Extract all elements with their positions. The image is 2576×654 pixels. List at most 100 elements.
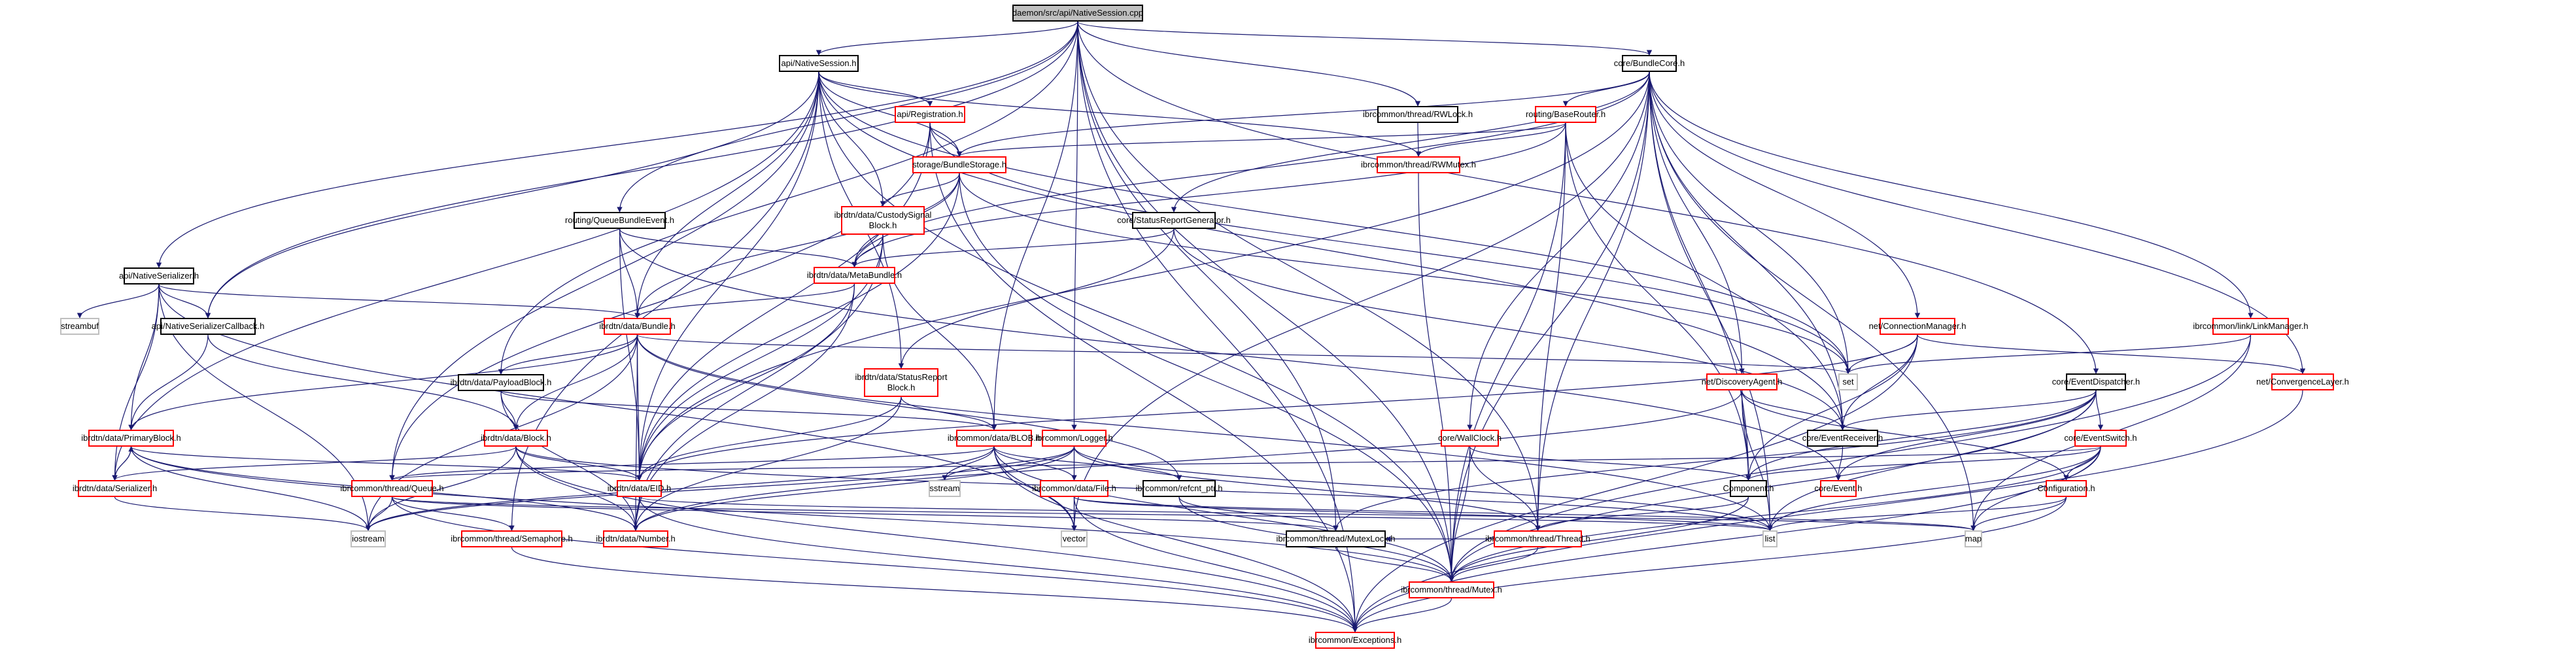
node-rwlock-h[interactable]: ibrcommon/thread/RWLock.h (1363, 106, 1473, 123)
node-set[interactable]: set (1838, 373, 1858, 390)
edge-config-to-list (1767, 496, 2067, 531)
node-queue-h[interactable]: ibrcommon/thread/Queue.h (340, 480, 444, 497)
edge-srblock-to-number (632, 396, 902, 531)
node-mutex-h[interactable]: ibrcommon/thread/Mutex.h (1401, 581, 1502, 598)
node-map[interactable]: map (1965, 530, 1982, 547)
node-root-file[interactable]: daemon/src/api/NativeSession.cpp (1012, 5, 1143, 22)
edge-semaphore-to-exceptions (511, 547, 1358, 632)
edge-bcore-to-disc (1649, 71, 1745, 374)
edge-queue-to-iostream (365, 496, 393, 531)
node-connection-manager-h[interactable]: net/ConnectionManager.h (1869, 318, 1966, 335)
edge-srblock-to-blob (901, 396, 997, 430)
node-semaphore-h[interactable]: ibrcommon/thread/Semaphore.h (451, 530, 573, 547)
edge-bcore-to-thread (1535, 71, 1650, 531)
node-event-h[interactable]: core/Event.h (1815, 480, 1863, 497)
edge-blob-to-exceptions (993, 446, 1358, 632)
node-status-report-generator-h[interactable]: core/StatusReportGenerator.h (1117, 212, 1231, 229)
node-event-receiver-h[interactable]: core/EventReceiver.h (1802, 430, 1883, 447)
node-component-h[interactable]: Component.h (1723, 480, 1774, 497)
node-wall-clock-h[interactable]: core/WallClock.h (1438, 430, 1502, 447)
node-eid-h[interactable]: ibrdtn/data/EID.h (608, 480, 671, 497)
edge-nsh-to-queue (389, 71, 819, 481)
node-bundle-core-h[interactable]: core/BundleCore.h (1614, 55, 1685, 72)
edge-evswitch-to-queue (390, 446, 2101, 481)
node-streambuf[interactable]: streambuf (60, 318, 99, 335)
edge-evdisp-to-component (1745, 390, 2097, 481)
edge-evswitch-to-mutex (1449, 446, 2101, 582)
node-logger-h[interactable]: ibrcommon/Logger.h (1035, 430, 1113, 447)
edge-blob-to-mutex (993, 446, 1454, 582)
edge-nsh-to-mutex (818, 71, 1454, 582)
edge-evdisp-to-evswitch (2095, 390, 2104, 430)
node-refcnt-ptr-h[interactable]: ibrcommon/refcnt_ptr.h (1136, 480, 1222, 497)
edge-bcore-to-srgen (1171, 71, 1650, 213)
node-payload-block-h[interactable]: ibrdtn/data/PayloadBlock.h (451, 374, 551, 391)
edge-nser-to-serializer (112, 284, 160, 481)
edge-qbe-to-event (619, 228, 1842, 481)
edge-nser-to-bundle (158, 284, 640, 318)
node-native-session-h[interactable]: api/NativeSession.h (779, 55, 859, 72)
node-status-report-block-h[interactable]: ibrdtn/data/StatusReport Block.h (855, 368, 947, 397)
node-iostream[interactable]: iostream (351, 530, 386, 547)
node-thread-h[interactable]: ibrcommon/thread/Thread.h (1485, 530, 1590, 547)
node-event-dispatcher-h[interactable]: core/EventDispatcher.h (2052, 373, 2140, 390)
node-configuration-h[interactable]: Configuration.h (2037, 480, 2095, 497)
node-native-serializer-callback-h[interactable]: api/NativeSerializerCallback.h (152, 318, 264, 335)
edge-wallclock-to-mutex (1449, 446, 1471, 582)
edge-logger-to-number (632, 446, 1075, 531)
edge-root-to-nsh (816, 21, 1078, 56)
node-exceptions-h[interactable]: ibrcommon/Exceptions.h (1309, 632, 1401, 649)
edge-bstore-to-set (959, 173, 1851, 374)
node-native-serializer-h[interactable]: api/NativeSerializer.h (119, 267, 199, 284)
node-serializer-h[interactable]: ibrdtn/data/Serializer.h (73, 480, 157, 497)
edge-primary-to-eid (130, 446, 642, 481)
node-list[interactable]: list (1762, 530, 1777, 547)
node-custody-signal-block-h[interactable]: ibrdtn/data/CustodySignal Block.h (834, 206, 931, 235)
edge-bundle-to-payload (498, 334, 638, 375)
node-event-switch-h[interactable]: core/EventSwitch.h (2064, 430, 2137, 447)
node-block-h[interactable]: ibrdtn/data/Block.h (481, 430, 551, 447)
node-rwmutex-h[interactable]: ibrcommon/thread/RWMutex.h (1361, 156, 1476, 173)
node-bundle-h[interactable]: ibrdtn/data/Bundle.h (599, 318, 676, 335)
edge-brouter-to-bstore (957, 122, 1566, 157)
edge-root-to-mutex (1077, 21, 1454, 582)
edge-root-to-bcore (1077, 21, 1652, 56)
edge-config-to-exceptions (1352, 496, 2067, 632)
node-queue-bundle-event-h[interactable]: routing/QueueBundleEvent.h (565, 212, 674, 229)
node-vector[interactable]: vector (1061, 530, 1088, 547)
node-discovery-agent-h[interactable]: net/DiscoveryAgent.h (1702, 373, 1782, 390)
edge-nsh-to-bstore (818, 71, 963, 157)
edge-disc-to-config (1741, 390, 2069, 481)
edge-root-to-payload (498, 21, 1078, 375)
edge-evdisp-to-mutexlock (1333, 390, 2097, 531)
edge-nsh-to-serializer (112, 71, 819, 481)
edge-root-to-evdisp (1077, 21, 2099, 374)
edge-file-to-list (1073, 496, 1773, 531)
node-sstream[interactable]: sstream (929, 480, 961, 497)
edge-bundle-to-refcnt (636, 334, 1182, 481)
node-bundle-storage-h[interactable]: storage/BundleStorage.h (912, 156, 1006, 173)
edge-srblock-to-eid (636, 396, 902, 481)
node-mutex-lock-h[interactable]: ibrcommon/thread/MutexLock.h (1276, 530, 1396, 547)
edge-nsercb-to-block (207, 334, 519, 430)
node-number-h[interactable]: ibrdtn/data/Number.h (596, 530, 676, 547)
node-meta-bundle-h[interactable]: ibrdtn/data/MetaBundle.h (807, 267, 902, 284)
edge-mutexlock-to-mutex (1335, 547, 1454, 582)
node-base-router-h[interactable]: routing/BaseRouter.h (1526, 106, 1606, 123)
node-blob-h[interactable]: ibrcommon/data/BLOB.h (948, 430, 1040, 447)
edge-nsh-to-reg (818, 71, 933, 107)
edge-evdisp-to-event (1835, 390, 2097, 481)
edge-primary-to-mutex (130, 446, 1454, 582)
edge-evrecv-to-event (1835, 446, 1844, 481)
node-registration-h[interactable]: api/Registration.h (895, 106, 965, 123)
node-file-h[interactable]: ibrcommon/data/File.h (1032, 480, 1116, 497)
edge-bcore-to-wallclock (1467, 71, 1650, 430)
edge-blob-to-refcnt (993, 446, 1182, 481)
edge-brouter-to-evrecv (1565, 122, 1846, 430)
node-link-manager-h[interactable]: ibrcommon/link/LinkManager.h (2193, 318, 2309, 335)
edge-srgen-to-srblock (898, 228, 1175, 369)
edge-brouter-to-meta (851, 122, 1566, 267)
edge-reg-to-eid (636, 122, 931, 481)
node-convergence-layer-h[interactable]: net/ConvergenceLayer.h (2256, 373, 2349, 390)
node-primary-block-h[interactable]: ibrdtn/data/PrimaryBlock.h (81, 430, 181, 447)
